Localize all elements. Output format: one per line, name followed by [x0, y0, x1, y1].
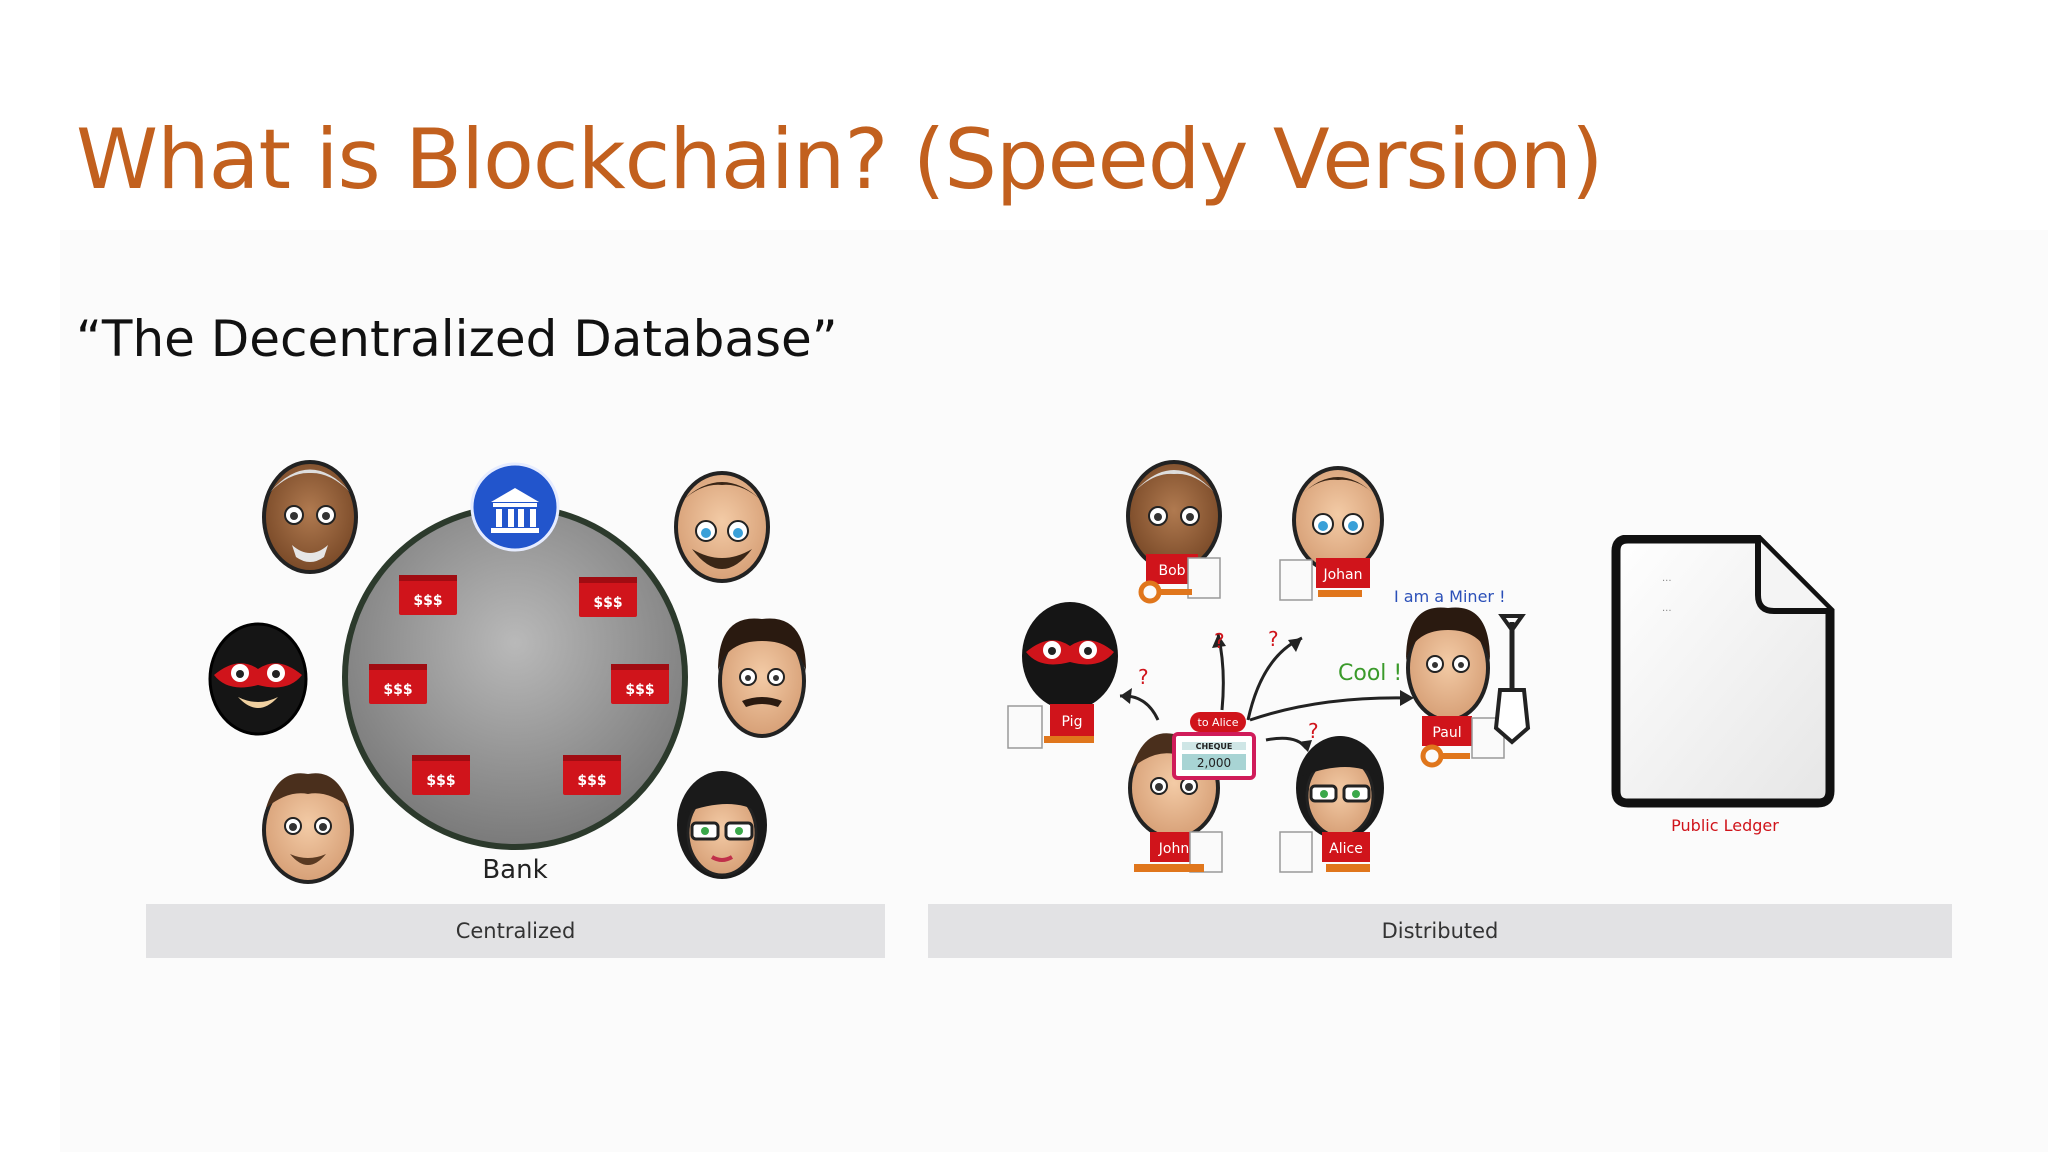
- svg-text:Paul: Paul: [1432, 725, 1461, 741]
- broadcast-arrows: [1119, 633, 1411, 749]
- svg-text:?: ?: [1268, 627, 1279, 651]
- avatar-pig: [208, 622, 308, 736]
- bank-label: Bank: [482, 855, 547, 885]
- svg-text:CHEQUE: CHEQUE: [1196, 742, 1233, 751]
- vault-1: $$$: [399, 575, 457, 615]
- person-johan: Johan: [1279, 466, 1384, 601]
- arrow-heads: [1120, 634, 1414, 752]
- svg-text:?: ?: [1308, 719, 1319, 743]
- vault-3: $$$: [369, 664, 427, 704]
- bank-icon: [470, 462, 560, 552]
- svg-text:$$$: $$$: [577, 773, 606, 789]
- centralized-diagram: $$$ $$$ $$$ $$$ $$$ $$$ Bank: [208, 460, 806, 885]
- distributed-caption: Distributed: [928, 904, 1952, 958]
- vault-2: $$$: [579, 577, 637, 617]
- svg-text:Johan: Johan: [1322, 567, 1362, 583]
- svg-text:$$$: $$$: [426, 773, 455, 789]
- slide-title: What is Blockchain? (Speedy Version): [76, 111, 1603, 208]
- avatar-paul: [718, 618, 806, 738]
- svg-text:$$$: $$$: [625, 682, 654, 698]
- person-paul: Paul: [1406, 607, 1531, 768]
- svg-text:John: John: [1158, 841, 1189, 857]
- vault-4: $$$: [611, 664, 669, 704]
- public-ledger-label: Public Ledger: [1671, 816, 1779, 835]
- svg-text:Bob: Bob: [1158, 563, 1185, 579]
- svg-text:$$$: $$$: [593, 595, 622, 611]
- svg-text:2,000: 2,000: [1197, 756, 1231, 770]
- avatar-bob: [262, 460, 358, 574]
- svg-text:?: ?: [1138, 665, 1149, 689]
- avatar-alice: [677, 771, 767, 879]
- slide-subtitle: “The Decentralized Database”: [76, 310, 838, 368]
- distributed-diagram: Bob Johan Pig Paul: [1007, 460, 1531, 873]
- person-alice: Alice: [1279, 736, 1384, 873]
- cheque: to Alice CHEQUE 2,000: [1172, 712, 1256, 780]
- centralized-caption: Centralized: [146, 904, 885, 958]
- svg-text:...: ...: [1662, 603, 1672, 614]
- avatar-john: [262, 773, 354, 884]
- svg-text:$$$: $$$: [413, 593, 442, 609]
- person-pig: Pig: [1007, 602, 1118, 749]
- svg-text:$$$: $$$: [383, 682, 412, 698]
- avatar-johan: [674, 471, 770, 583]
- vault-5: $$$: [412, 755, 470, 795]
- svg-text:Pig: Pig: [1062, 714, 1083, 730]
- svg-text:...: ...: [1662, 573, 1672, 584]
- miner-text: I am a Miner !: [1394, 587, 1505, 606]
- svg-text:to Alice: to Alice: [1198, 716, 1239, 729]
- public-ledger-icon: ... ... Public Ledger: [1611, 535, 1835, 835]
- svg-text:?: ?: [1214, 629, 1225, 653]
- cool-text: Cool !: [1338, 661, 1402, 686]
- svg-text:Alice: Alice: [1329, 841, 1363, 857]
- vault-6: $$$: [563, 755, 621, 795]
- person-bob: Bob: [1126, 460, 1222, 604]
